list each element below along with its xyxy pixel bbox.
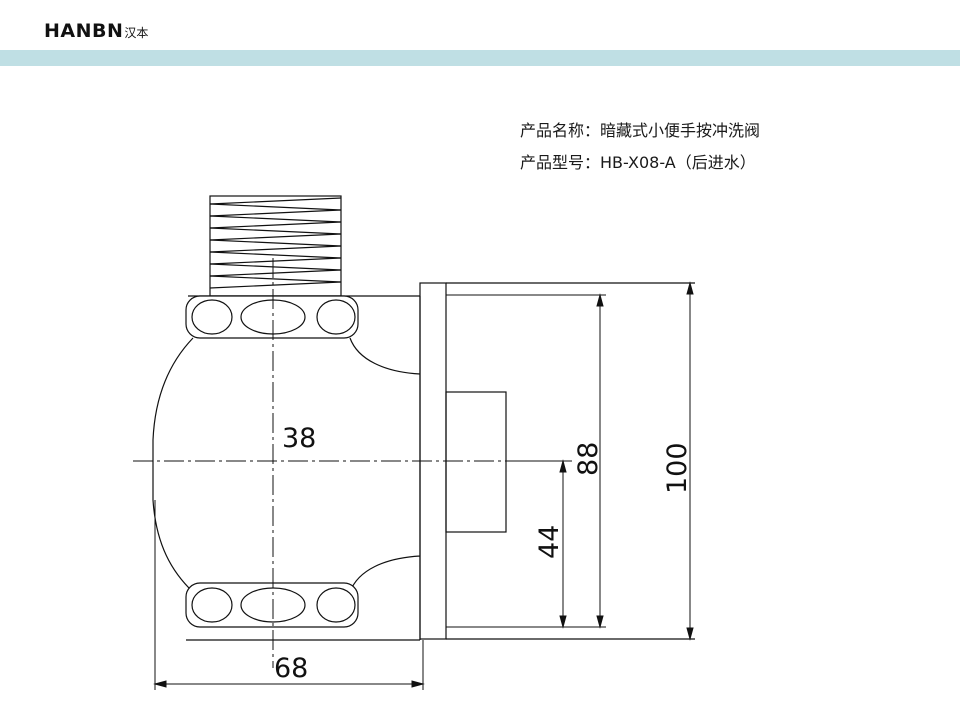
top-nut <box>185 295 359 339</box>
product-name-value: 暗藏式小便手按冲洗阀 <box>600 121 761 140</box>
product-model-value: HB-X08-A（后进水） <box>600 153 756 172</box>
brand-logo: HANBN 汉本 <box>44 20 148 44</box>
dimension-38-label: 38 <box>282 423 316 454</box>
dimension-lines <box>153 281 694 690</box>
brand-name: HANBN <box>44 20 124 42</box>
dimension-44-label: 44 <box>534 525 565 559</box>
header-accent-bar <box>0 50 960 66</box>
product-model-line: 产品型号：HB-X08-A（后进水） <box>520 147 760 179</box>
product-name-line: 产品名称：暗藏式小便手按冲洗阀 <box>520 115 760 147</box>
dimension-100-label: 100 <box>662 442 693 494</box>
dimension-88-label: 88 <box>573 442 604 476</box>
product-model-label: 产品型号： <box>520 153 601 172</box>
brand-cn: 汉本 <box>124 26 149 40</box>
product-name-label: 产品名称： <box>520 121 601 140</box>
threaded-inlet <box>209 195 342 297</box>
push-button <box>445 391 507 533</box>
bottom-nut <box>185 582 359 628</box>
center-lines <box>133 258 545 668</box>
product-info: 产品名称：暗藏式小便手按冲洗阀 产品型号：HB-X08-A（后进水） <box>520 115 760 179</box>
dimension-68-label: 68 <box>274 653 308 684</box>
